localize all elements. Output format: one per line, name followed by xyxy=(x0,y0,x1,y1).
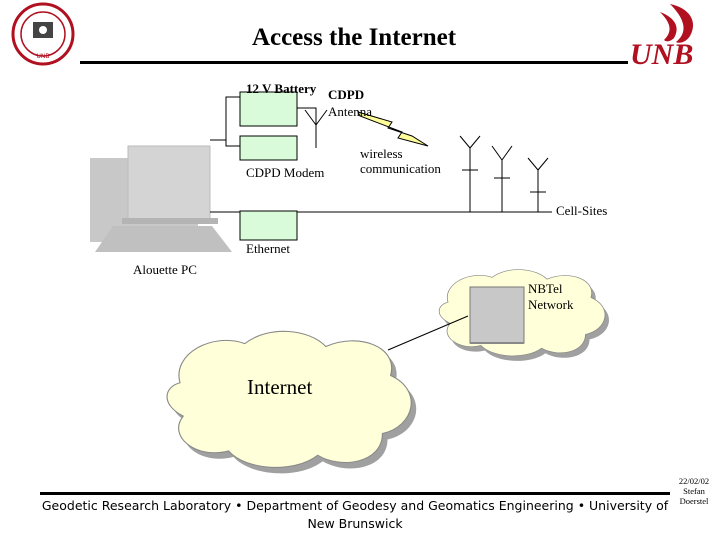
ethernet-box xyxy=(239,210,298,241)
footer-author-2: Doerstel xyxy=(679,496,709,506)
wireless-label-2: communication xyxy=(360,161,441,176)
wireless-label-1: wireless xyxy=(360,146,403,161)
pc-computer xyxy=(90,145,232,252)
internet-label: Internet xyxy=(247,375,313,399)
slide-title: Access the Internet xyxy=(251,24,457,51)
alouette-pc-label: Alouette PC xyxy=(133,262,197,277)
footer-rule xyxy=(40,492,670,495)
cdpd-modem-box xyxy=(239,135,298,161)
nbtel-label-1: NBTel xyxy=(528,281,563,296)
footer-date: 22/02/02 xyxy=(678,476,710,486)
wireless-lightning-icon xyxy=(357,111,429,147)
ethernet-label: Ethernet xyxy=(246,241,291,256)
nbtel-server xyxy=(469,286,525,344)
battery-label: 12 V Battery xyxy=(246,81,317,96)
cell-site-towers xyxy=(452,135,549,213)
unb-seal-logo: UNB xyxy=(11,2,75,66)
cdpd-antenna-icon xyxy=(304,109,328,126)
cell-sites-label: Cell-Sites xyxy=(556,203,608,218)
footer-text: Geodetic Research Laboratory • Departmen… xyxy=(41,498,669,531)
nbtel-label-2: Network xyxy=(528,297,574,312)
cdpd-antenna-label-2: Antenna xyxy=(328,104,373,119)
pc-connections xyxy=(210,96,552,213)
internet-nbtel-link xyxy=(387,315,469,351)
battery-box xyxy=(239,91,298,127)
unb-logo-text: UNB xyxy=(630,38,694,71)
seal-text: UNB xyxy=(37,53,50,60)
cdpd-antenna-label-1: CDPD xyxy=(328,87,365,102)
cdpd-modem-label: CDPD Modem xyxy=(246,165,325,180)
footer-date-block: 22/02/02 Stefan Doerstel xyxy=(674,476,714,506)
internet-cloud xyxy=(166,330,417,474)
footer-author-1: Stefan xyxy=(683,486,705,496)
unb-logo-mark xyxy=(660,4,694,43)
title-rule xyxy=(80,61,628,64)
